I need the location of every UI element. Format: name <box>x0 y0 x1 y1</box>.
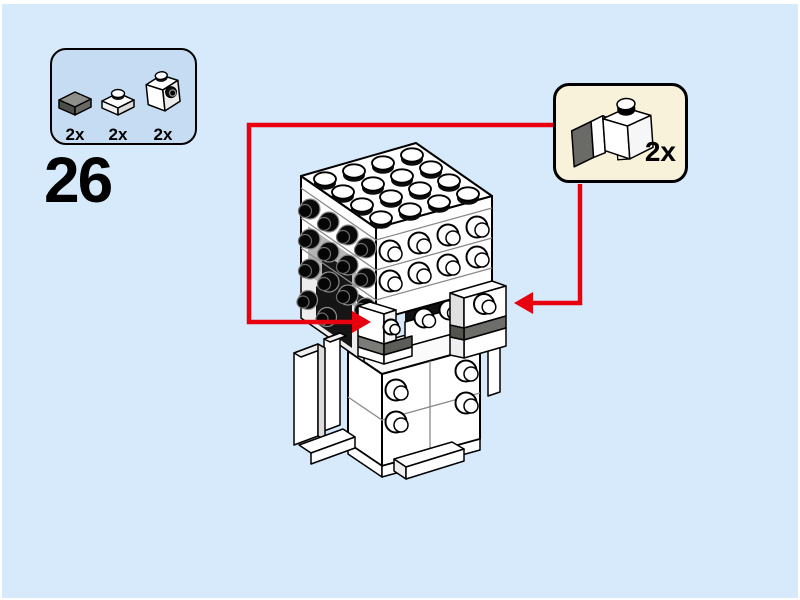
model-left-panels <box>293 332 356 465</box>
plate-1x1-white-icon <box>101 88 135 116</box>
callout-assembly-icon <box>570 97 654 168</box>
model-head <box>297 142 493 321</box>
tile-1x1-dark-gray-icon <box>58 91 92 116</box>
model-left-ear-assembly <box>357 301 413 365</box>
arrowhead-left-icon <box>514 292 533 314</box>
arrowhead-right-icon <box>352 311 371 333</box>
part-brick-1x1-headlight: 2x <box>140 64 186 143</box>
part-plate-1x1-white: 2x <box>97 83 139 143</box>
callout-box: 2x <box>553 83 688 183</box>
model-body <box>347 323 501 480</box>
connector-line-left <box>246 122 556 333</box>
part-tile-1x1-dark-gray: 2x <box>54 86 96 143</box>
callout-count-label: 2x <box>644 136 676 167</box>
connector-line-right <box>514 184 583 314</box>
part-count-label: 2x <box>108 125 128 144</box>
model-head-top-studs <box>313 147 480 229</box>
brick-1x1-headlight-icon <box>145 71 181 112</box>
parts-box: 2x 2x 2x <box>50 48 197 145</box>
part-count-label: 2x <box>65 125 85 144</box>
step-number: 26 <box>44 144 113 216</box>
part-count-label: 2x <box>153 125 173 144</box>
model-right-ear-assembly <box>449 280 507 359</box>
